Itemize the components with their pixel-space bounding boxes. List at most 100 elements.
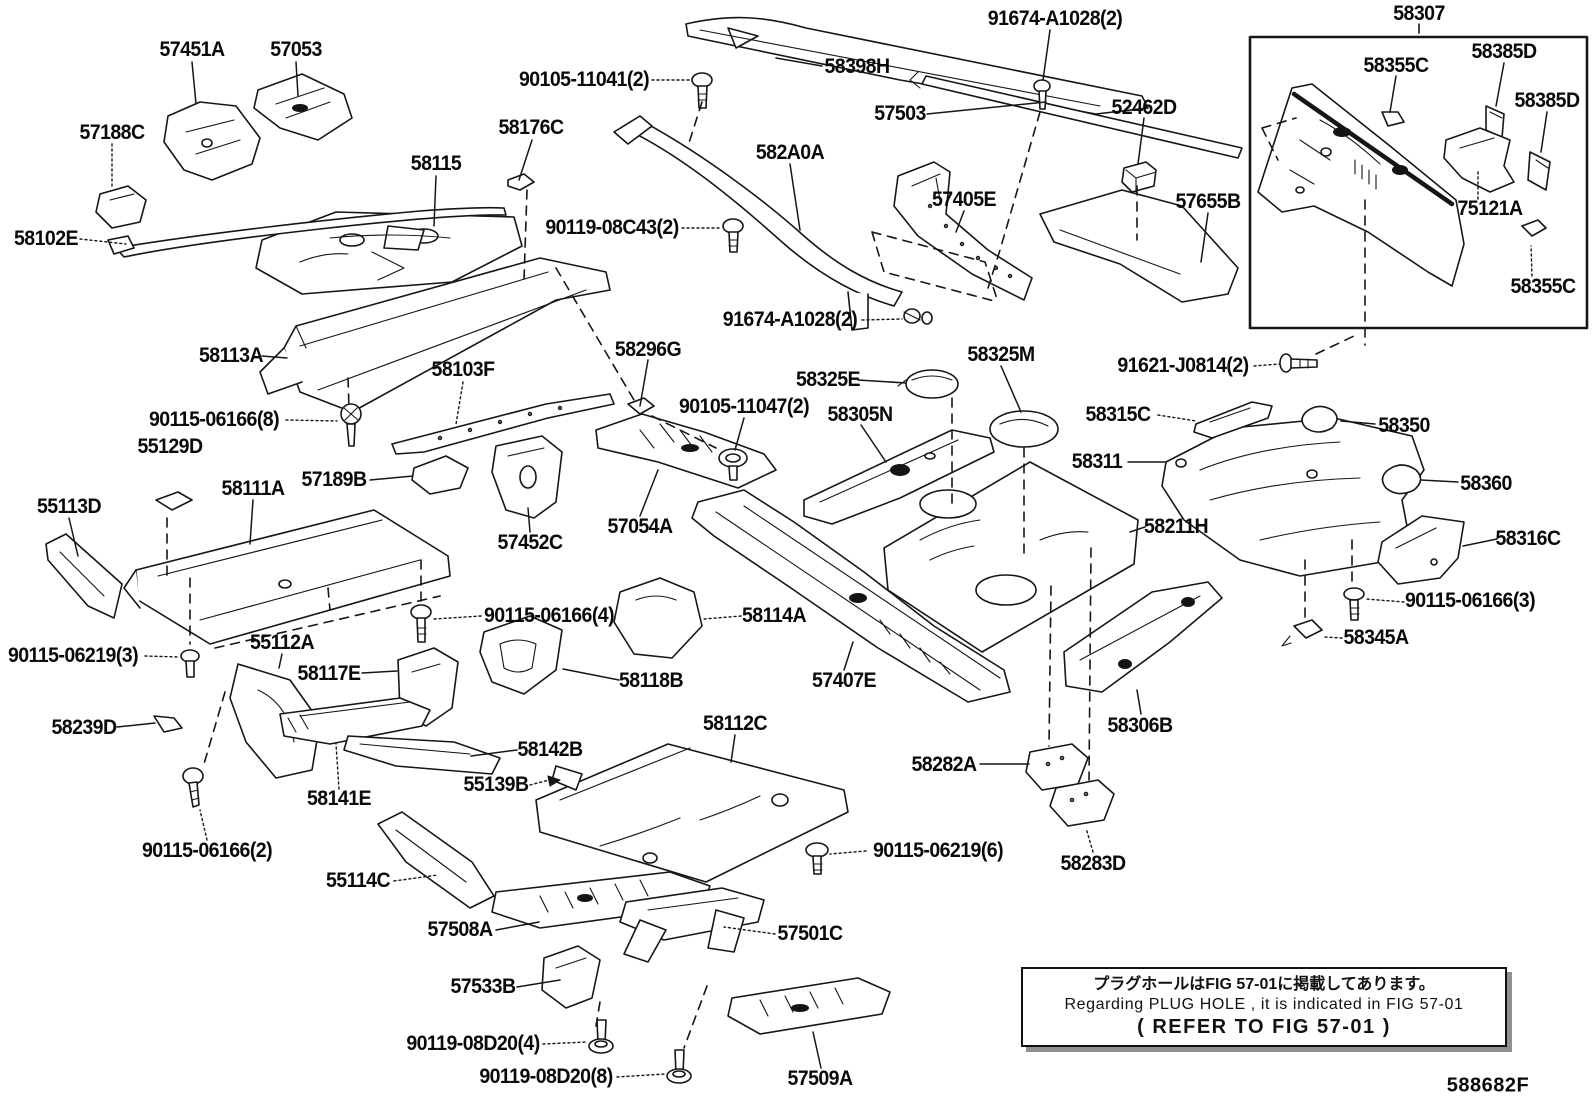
part-label-57533b[interactable]: 57533B [450,975,516,998]
part-label-58296g[interactable]: 58296G [614,338,682,361]
part-label-58360[interactable]: 58360 [1460,472,1512,495]
part-label-58307[interactable]: 58307 [1393,2,1445,25]
part-label-58113a[interactable]: 58113A [199,344,264,367]
leader-lines-dotted [79,79,1533,1078]
figure-code: 588682F [1446,1074,1530,1097]
part-label-57501c[interactable]: 57501C [777,922,843,945]
part-label-91674-a1028(2)[interactable]: 91674-A1028(2) [722,308,858,331]
part-label-58325m[interactable]: 58325M [967,343,1035,366]
part-label-57509a[interactable]: 57509A [787,1067,853,1090]
part-label-58385d[interactable]: 58385D [1514,89,1580,112]
part-label-91674-a1028(2)[interactable]: 91674-A1028(2) [987,7,1123,30]
part-label-90115-06166(4)[interactable]: 90115-06166(4) [483,604,615,627]
part-label-58102e[interactable]: 58102E [14,227,79,250]
part-label-57053[interactable]: 57053 [270,38,322,61]
part-58115-cowl-panel [255,211,523,295]
part-57451a-bracket [163,101,261,181]
part-58142b-strip [343,735,501,775]
part-label-57407e[interactable]: 57407E [812,669,877,692]
part-label-58385d[interactable]: 58385D [1471,40,1537,63]
part-label-90105-11041(2)[interactable]: 90105-11041(2) [518,68,650,91]
part-label-58283d[interactable]: 58283D [1060,852,1126,875]
nut-90105-11047-icon [718,448,748,481]
part-label-58306b[interactable]: 58306B [1107,714,1173,737]
part-label-55113d[interactable]: 55113D [37,495,102,518]
part-label-55129d[interactable]: 55129D [137,435,203,458]
part-58239d-clip [153,715,183,733]
part-label-57188c[interactable]: 57188C [79,121,145,144]
part-label-57189b[interactable]: 57189B [301,468,367,491]
part-label-58111a[interactable]: 58111A [221,477,285,500]
part-label-58345a[interactable]: 58345A [1343,626,1409,649]
part-label-55114c[interactable]: 55114C [326,869,391,892]
part-58355c-clip-lower [1521,219,1547,237]
part-58103f-member [391,393,615,455]
part-label-90115-06166(8)[interactable]: 90115-06166(8) [148,408,280,431]
part-label-58355c[interactable]: 58355C [1510,275,1576,298]
part-label-58398h[interactable]: 58398H [824,55,890,78]
part-label-57405e[interactable]: 57405E [932,188,997,211]
bolt-90115-06219-3-icon [180,649,200,678]
part-label-58112c[interactable]: 58112C [703,712,768,735]
part-label-582a0a[interactable]: 582A0A [755,141,825,164]
part-label-58103f[interactable]: 58103F [431,358,495,381]
part-label-58176c[interactable]: 58176C [498,116,564,139]
part-label-90115-06219(6)[interactable]: 90115-06219(6) [872,839,1004,862]
part-label-58305n[interactable]: 58305N [827,403,893,426]
part-label-58117e[interactable]: 58117E [297,662,361,685]
note-refer-line: ( REFER TO FIG 57-01 ) [1137,1015,1391,1038]
part-58325m-plug [989,410,1059,448]
part-label-90115-06166(3)[interactable]: 90115-06166(3) [1404,589,1536,612]
part-label-58315c[interactable]: 58315C [1085,403,1151,426]
part-58325e-plug [897,369,959,399]
part-label-52462d[interactable]: 52462D [1111,96,1177,119]
part-label-90119-08d20(8)[interactable]: 90119-08D20(8) [479,1065,613,1088]
part-label-58115[interactable]: 58115 [410,152,462,175]
part-58296g-clip [627,397,655,415]
part-label-55112a[interactable]: 55112A [250,631,315,654]
part-55113d-strip [45,533,123,619]
part-label-57655b[interactable]: 57655B [1175,190,1241,213]
part-label-58211h[interactable]: 58211H [1144,515,1209,538]
screw-90115-06166-4-icon [410,604,432,643]
part-label-55139b[interactable]: 55139B [463,773,529,796]
part-label-58316c[interactable]: 58316C [1495,527,1561,550]
part-label-57503[interactable]: 57503 [874,102,926,125]
part-label-90119-08c43(2)[interactable]: 90119-08C43(2) [545,216,679,239]
part-57509a-sill [727,977,891,1035]
part-label-57452c[interactable]: 57452C [497,531,563,554]
bolt-90119-08c43-icon [722,218,744,253]
part-label-58282a[interactable]: 58282A [911,753,977,776]
part-58345a-clip [1281,619,1323,647]
part-label-58118b[interactable]: 58118B [619,669,684,692]
part-label-58350[interactable]: 58350 [1378,414,1430,437]
part-label-91621-j0814(2)[interactable]: 91621-J0814(2) [1117,354,1249,377]
part-label-90105-11047(2)[interactable]: 90105-11047(2) [678,395,810,418]
part-label-75121a[interactable]: 75121A [1457,197,1523,220]
part-label-57451a[interactable]: 57451A [159,38,225,61]
plug-hole-note-box: プラグホールはFIG 57-01に掲載してあります。 Regarding PLU… [1021,967,1507,1047]
part-58102e-side-member [107,206,507,258]
part-55129d-clip [155,491,193,511]
part-label-58239d[interactable]: 58239D [51,716,117,739]
part-label-90115-06166(2)[interactable]: 90115-06166(2) [141,839,273,862]
part-label-90119-08d20(4)[interactable]: 90119-08D20(4) [406,1032,540,1055]
bolt-90115-06166-3-icon [1343,587,1365,621]
part-label-57054a[interactable]: 57054A [607,515,673,538]
screw-90115-06166-2-icon [182,767,204,808]
part-57188c-bracket [95,185,147,229]
part-58350-bracket [1301,405,1338,433]
part-58141e-strip [279,697,431,745]
part-58307-rear-panel [1257,83,1465,287]
part-label-58311[interactable]: 58311 [1071,450,1123,473]
part-55139b-clip [551,765,583,791]
part-label-58325e[interactable]: 58325E [796,368,861,391]
part-label-57508a[interactable]: 57508A [427,918,493,941]
part-58113a-dash-panel [259,257,611,413]
part-label-58114a[interactable]: 58114A [742,604,807,627]
part-label-58355c[interactable]: 58355C [1363,54,1429,77]
part-label-58141e[interactable]: 58141E [307,787,372,810]
part-label-58142b[interactable]: 58142B [517,738,583,761]
part-label-90115-06219(3)[interactable]: 90115-06219(3) [7,644,139,667]
